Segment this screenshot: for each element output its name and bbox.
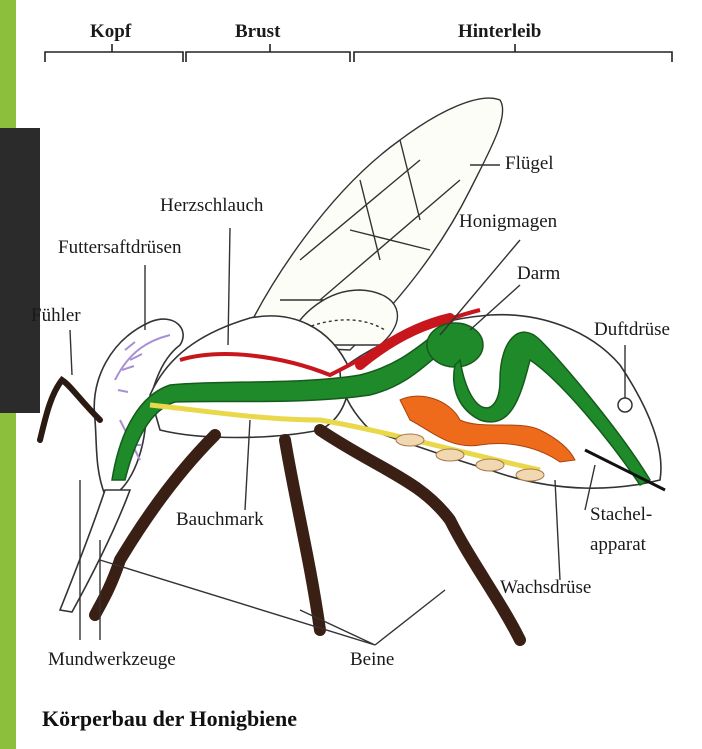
label-wachsdruese: Wachsdrüse [500, 578, 591, 597]
dark-panel [0, 128, 40, 413]
label-futtersaftdruesen: Futtersaftdrüsen [58, 238, 181, 257]
section-brackets [45, 44, 672, 62]
antenna [40, 380, 100, 440]
diagram-title: Körperbau der Honigbiene [42, 706, 297, 732]
label-mundwerkzeuge: Mundwerkzeuge [48, 650, 176, 669]
section-kopf: Kopf [90, 22, 131, 41]
label-fluegel: Flügel [505, 154, 554, 173]
label-darm: Darm [517, 264, 560, 283]
label-herzschlauch: Herzschlauch [160, 196, 263, 215]
label-bauchmark: Bauchmark [176, 510, 264, 529]
legs [95, 430, 520, 640]
label-fuehler: Fühler [31, 306, 81, 325]
scent-gland [618, 398, 632, 412]
section-hinterleib: Hinterleib [458, 22, 541, 41]
label-stachelapparat-line2: apparat [590, 535, 646, 554]
label-beine: Beine [350, 650, 394, 669]
label-duftdruese: Duftdrüse [594, 320, 670, 339]
label-honigmagen: Honigmagen [459, 212, 557, 231]
section-brust: Brust [235, 22, 280, 41]
label-stachelapparat-line1: Stachel- [590, 505, 652, 524]
